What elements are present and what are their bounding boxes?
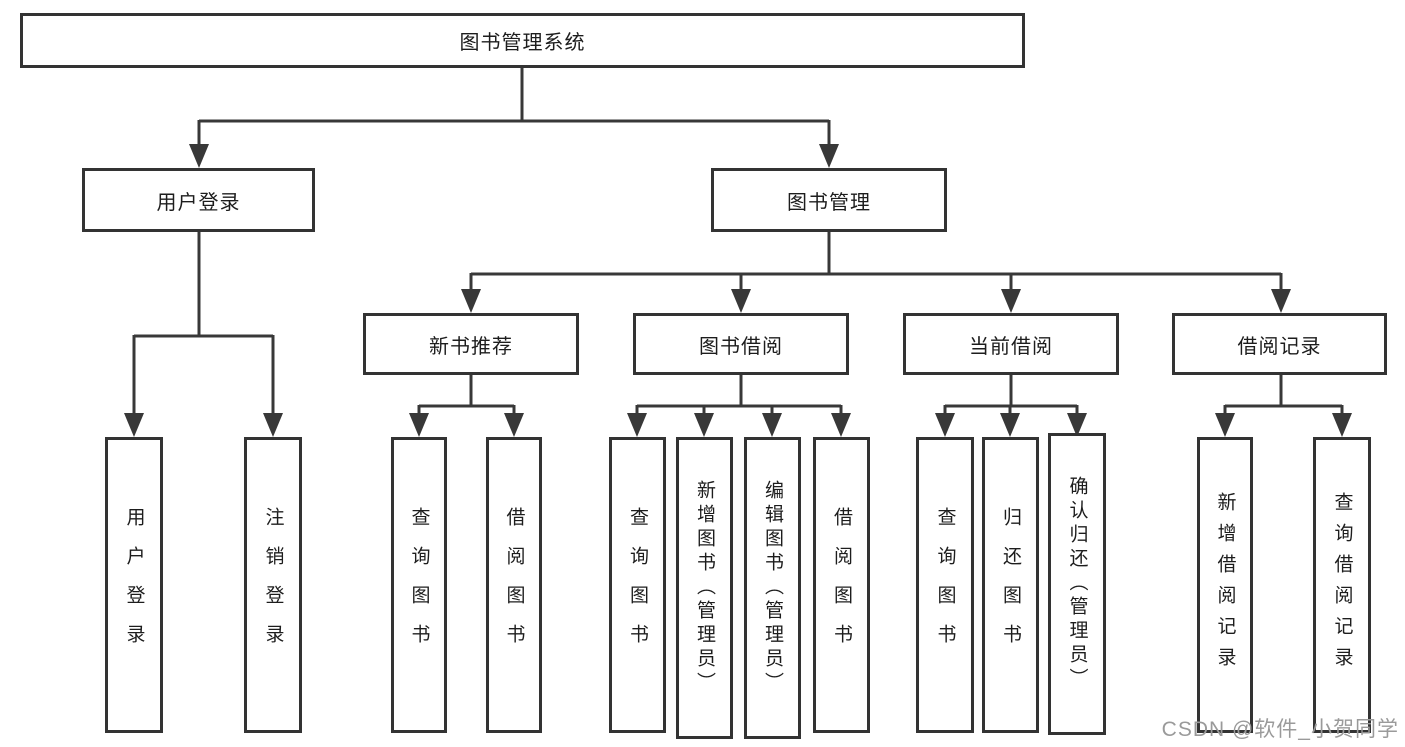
csdn-watermark: CSDN @软件_小贺同学 <box>1161 718 1399 741</box>
leaf-borrow-books-recommend-label: 借阅图书 <box>503 507 525 663</box>
node-current-borrow: 当前借阅 <box>903 313 1119 375</box>
leaf-query-books-borrow-label: 查询图书 <box>627 507 648 663</box>
leaf-query-books-recommend-label: 查询图书 <box>408 507 430 663</box>
leaf-query-books-recommend: 查询图书 <box>391 437 447 733</box>
node-library-system: 图书管理系统 <box>20 13 1025 68</box>
leaf-user-login-label: 用户登录 <box>123 507 145 663</box>
leaf-borrow-books-label: 借阅图书 <box>831 507 852 663</box>
leaf-edit-books-admin: 编辑图书（管理员） <box>744 437 801 739</box>
leaf-query-books-current-label: 查询图书 <box>934 507 956 663</box>
leaf-edit-books-admin-label: 编辑图书（管理员） <box>762 480 783 696</box>
leaf-borrow-books-recommend: 借阅图书 <box>486 437 542 733</box>
leaf-add-books-admin-label: 新增图书（管理员） <box>694 480 715 696</box>
node-user-login: 用户登录 <box>82 168 315 232</box>
leaf-query-books-current: 查询图书 <box>916 437 974 733</box>
leaf-return-books-label: 归还图书 <box>1000 507 1021 663</box>
node-book-borrow: 图书借阅 <box>633 313 849 375</box>
leaf-query-borrow-record: 查询借阅记录 <box>1313 437 1371 733</box>
leaf-add-borrow-record-label: 新增借阅记录 <box>1214 492 1236 678</box>
node-book-management: 图书管理 <box>711 168 947 232</box>
leaf-return-books: 归还图书 <box>982 437 1039 733</box>
node-new-book-recommend: 新书推荐 <box>363 313 579 375</box>
leaf-borrow-books: 借阅图书 <box>813 437 870 733</box>
node-borrow-records: 借阅记录 <box>1172 313 1387 375</box>
leaf-logout-label: 注销登录 <box>262 507 284 663</box>
leaf-add-books-admin: 新增图书（管理员） <box>676 437 733 739</box>
leaf-confirm-return-admin: 确认归还（管理员） <box>1048 433 1106 735</box>
leaf-logout: 注销登录 <box>244 437 302 733</box>
leaf-query-books-borrow: 查询图书 <box>609 437 666 733</box>
arrowheads <box>124 144 1352 437</box>
leaf-query-borrow-record-label: 查询借阅记录 <box>1331 492 1353 678</box>
leaf-confirm-return-admin-label: 确认归还（管理员） <box>1066 476 1088 692</box>
leaf-add-borrow-record: 新增借阅记录 <box>1197 437 1253 733</box>
leaf-user-login: 用户登录 <box>105 437 163 733</box>
